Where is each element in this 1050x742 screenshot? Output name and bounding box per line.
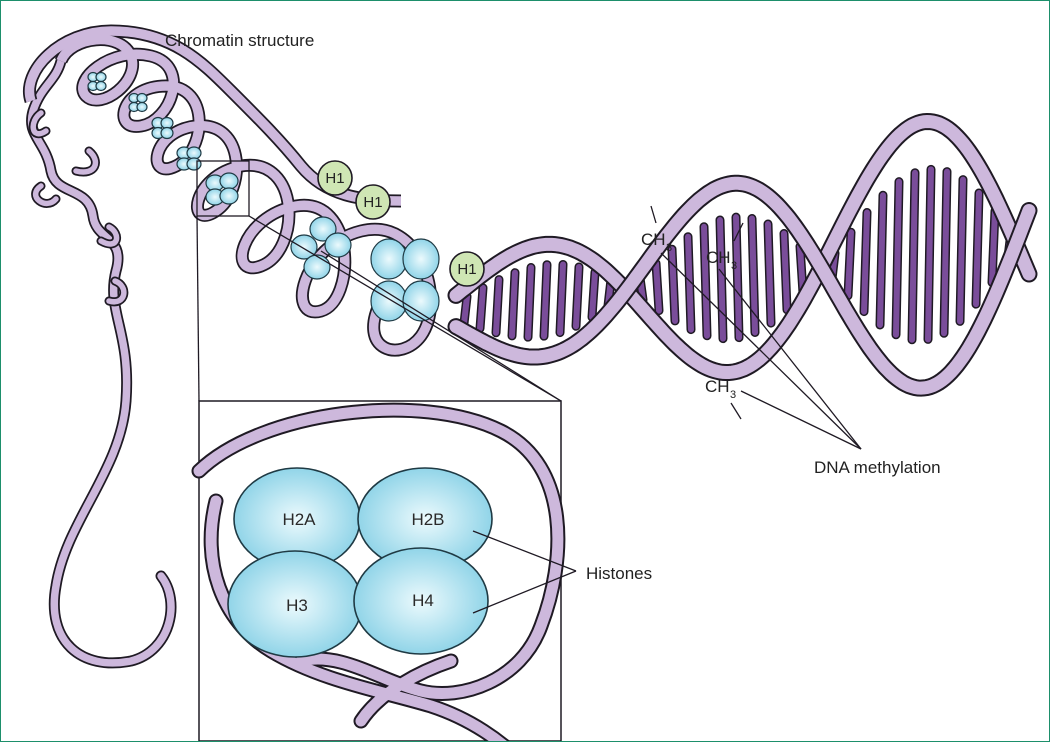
nucleosome-inset: H2A H2B H3 H4	[191, 400, 566, 741]
methyl-subscript: 3	[666, 242, 672, 254]
base-pair	[957, 176, 966, 325]
base-pair	[493, 276, 502, 336]
base-pair	[893, 178, 902, 338]
chromatin-structure-label: Chromatin structure	[165, 31, 314, 50]
dna-strand-back	[449, 114, 1036, 379]
h1-marker: H1	[317, 160, 353, 196]
base-pair	[941, 168, 950, 337]
nucleosome-2	[128, 92, 148, 113]
h1-label: H1	[457, 261, 476, 278]
base-pair	[557, 261, 566, 336]
methyl-subscript: 3	[731, 260, 737, 272]
h1-label: H1	[325, 170, 344, 187]
histone-label-h2a: H2A	[282, 510, 316, 529]
zoom-source-box	[196, 160, 250, 217]
methyl-group: CH 3	[641, 230, 672, 254]
base-pair	[989, 207, 998, 286]
base-pair	[653, 260, 662, 314]
base-pair	[701, 223, 710, 339]
histone-label-h2b: H2B	[411, 510, 444, 529]
base-pair	[925, 166, 934, 343]
base-pair	[861, 209, 870, 315]
methyl-group: CH 3	[706, 248, 737, 272]
base-pair	[509, 269, 518, 339]
base-pair	[845, 229, 854, 299]
h1-markers: H1 H1 H1	[317, 160, 485, 287]
base-pair	[717, 217, 726, 342]
nucleosome-7	[370, 238, 440, 322]
nucleosome-clusters	[87, 71, 440, 322]
histone-label-h4: H4	[412, 591, 434, 610]
h1-marker: H1	[449, 251, 485, 287]
leader-lines	[472, 205, 862, 614]
base-pair	[669, 246, 678, 324]
base-pair	[909, 169, 918, 343]
base-pair	[573, 263, 582, 330]
h1-marker: H1	[355, 184, 391, 220]
histone-label-h3: H3	[286, 596, 308, 615]
histone-h4	[353, 547, 489, 655]
base-pair	[589, 269, 598, 321]
nucleosome-1	[87, 71, 107, 92]
base-pair	[525, 264, 534, 341]
methyl-label: CH	[641, 230, 666, 249]
base-pair	[749, 215, 758, 336]
base-pair	[781, 230, 790, 313]
methyl-subscript: 3	[730, 389, 736, 401]
base-pair	[765, 221, 774, 327]
dna-double-helix	[447, 112, 1038, 397]
nucleosome-5	[205, 172, 239, 206]
base-pair	[477, 284, 486, 332]
dna-methylation-label: DNA methylation	[814, 458, 941, 477]
h1-label: H1	[363, 194, 382, 211]
histones-label: Histones	[586, 564, 652, 583]
dna-strand-front	[449, 176, 1036, 395]
base-pair	[541, 261, 550, 340]
base-pair	[461, 293, 470, 327]
methyl-group: CH 3	[705, 377, 736, 401]
zoom-callout	[196, 160, 562, 402]
base-pair	[973, 190, 982, 308]
base-pair	[685, 233, 694, 333]
methyl-label: CH	[705, 377, 730, 396]
chromatin-fiber	[26, 55, 177, 669]
methyl-label: CH	[706, 248, 731, 267]
base-pair	[877, 192, 886, 328]
nucleosome-3	[151, 116, 174, 140]
